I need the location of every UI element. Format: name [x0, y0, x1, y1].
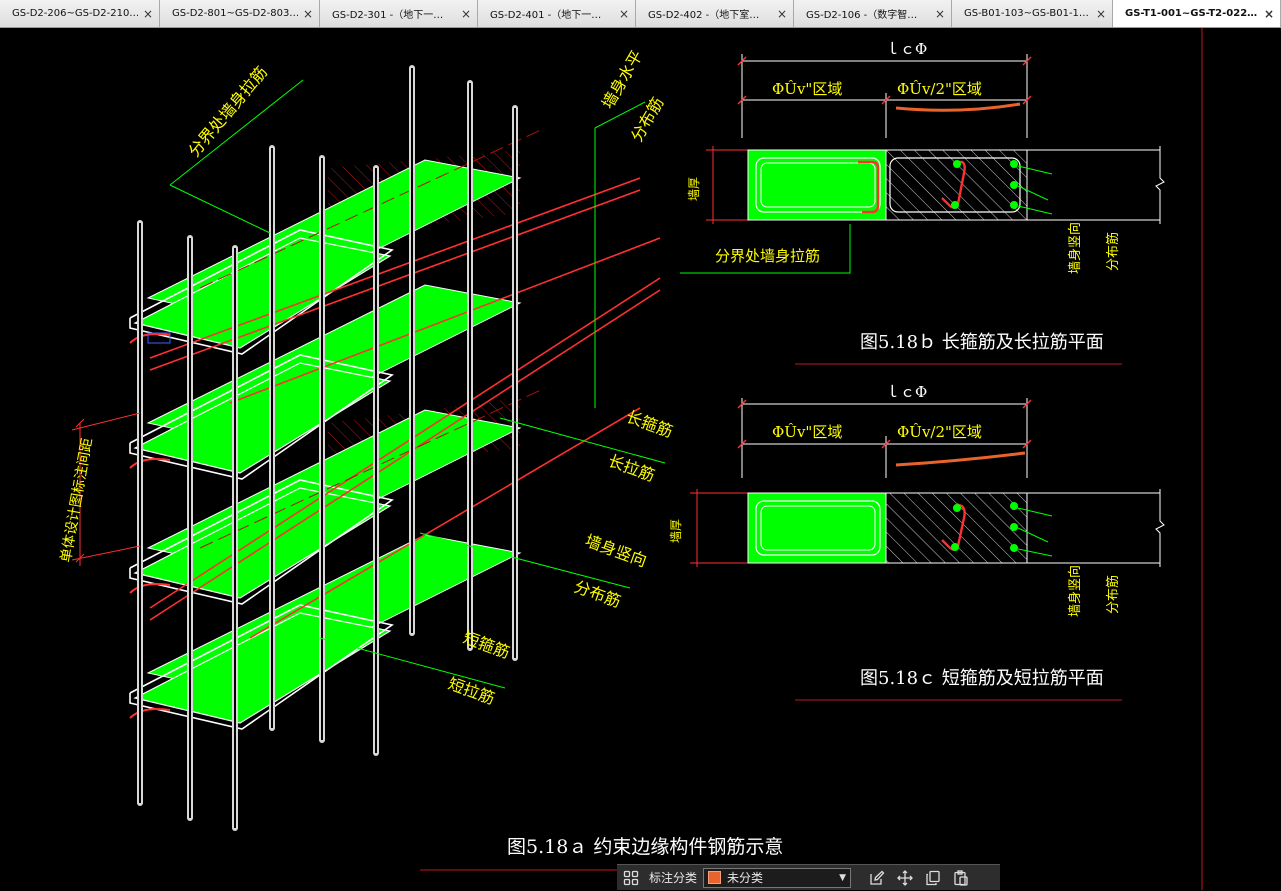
tab-label: GS-D2-801~GS-D2-803… — [172, 8, 298, 19]
stirrup-slab-1 — [129, 284, 522, 480]
plan-distribution-label-b: 分布筋 — [1105, 232, 1121, 271]
region-half-label-b: ΦÛv/2"区域 — [897, 80, 982, 98]
tab-label: GS-B01-103~GS-B01-1… — [964, 8, 1089, 19]
document-tab-2[interactable]: GS-D2-301 -（地下一… × — [320, 0, 478, 27]
document-tab-bar: GS-D2-206~GS-D2-210…×GS-D2-801~GS-D2-803… — [0, 0, 1281, 28]
label-wall-vertical-distribution: 分布筋 — [572, 577, 624, 611]
tab-label: GS-D2-206~GS-D2-210… — [12, 8, 138, 19]
document-tab-4[interactable]: GS-D2-402 -（地下室… × — [636, 0, 794, 27]
label-boundary-tie: 分界处墙身拉筋 — [185, 63, 272, 161]
paste-icon[interactable] — [947, 865, 975, 891]
region-full-label-c: ΦÛv"区域 — [772, 423, 842, 441]
figure-b-caption: 图5.18ｂ 长箍筋及长拉筋平面 — [860, 332, 1104, 353]
wall-thickness-label-c: 墙厚 — [669, 519, 683, 543]
plan-vertical-label-c: 墙身竖向 — [1067, 565, 1083, 617]
plan-distribution-label-c: 分布筋 — [1105, 575, 1121, 614]
label-wall-vertical: 墙身竖向 — [583, 531, 650, 571]
document-tab-7[interactable]: GS-T1-001~GS-T2-022… × — [1113, 0, 1281, 27]
annotation-category-select[interactable]: 未分类 ▼ — [703, 867, 852, 888]
lc-label-b: ｌｃΦ — [885, 40, 927, 58]
cad-drawing-canvas[interactable]: 图5.18ａ 约束边缘构件钢筋示意 分界处墙身拉筋 墙身水平 分布筋 长箍筋 长… — [0, 28, 1281, 890]
annotation-category-value: 未分类 — [727, 871, 764, 885]
edit-icon[interactable] — [863, 865, 891, 891]
document-tab-1[interactable]: GS-D2-801~GS-D2-803… × — [160, 0, 320, 27]
close-icon[interactable]: × — [934, 6, 946, 21]
tab-label: GS-D2-402 -（地下室… — [648, 10, 760, 21]
close-icon[interactable]: × — [1095, 6, 1107, 21]
label-spacing: 单体设计图标注间距 — [58, 437, 96, 564]
document-tab-5[interactable]: GS-D2-106 -（数字智… × — [794, 0, 952, 27]
annotation-category-label: 标注分类 — [649, 871, 698, 885]
plan-boundary-tie-label: 分界处墙身拉筋 — [715, 247, 820, 265]
annotation-status-bar: 标注分类 未分类 ▼ — [617, 864, 1000, 890]
spacing-dimension — [71, 412, 141, 566]
region-full-label-b: ΦÛv"区域 — [772, 80, 842, 98]
grid-icon[interactable] — [617, 865, 645, 891]
tab-label: GS-T1-001~GS-T2-022… — [1125, 8, 1258, 19]
label-long-stirrup: 长箍筋 — [624, 407, 676, 441]
close-icon[interactable]: × — [142, 6, 154, 21]
close-icon[interactable]: × — [460, 6, 472, 21]
wall-thickness-label-b: 墙厚 — [687, 177, 701, 201]
chevron-down-icon: ▼ — [839, 872, 847, 883]
close-icon[interactable]: × — [1263, 6, 1275, 21]
label-long-tie: 长拉筋 — [606, 451, 658, 485]
move-icon[interactable] — [891, 865, 919, 891]
close-icon[interactable]: × — [776, 6, 788, 21]
label-wall-horizontal: 墙身水平 — [598, 47, 646, 112]
document-tab-0[interactable]: GS-D2-206~GS-D2-210… × — [0, 0, 160, 27]
label-short-stirrup: 短箍筋 — [461, 628, 513, 662]
close-icon[interactable]: × — [618, 6, 630, 21]
document-tab-6[interactable]: GS-B01-103~GS-B01-1… × — [952, 0, 1113, 27]
close-icon[interactable]: × — [302, 6, 314, 21]
document-tab-3[interactable]: GS-D2-401 -（地下一… × — [478, 0, 636, 27]
tab-label: GS-D2-401 -（地下一… — [490, 10, 602, 21]
figure-5-18b-plan: ｌｃΦ ΦÛv"区域 ΦÛv/2"区域 墙厚 墙身竖向 分布筋 — [687, 40, 1165, 365]
figure-c-caption: 图5.18ｃ 短箍筋及短拉筋平面 — [860, 668, 1104, 689]
region-half-label-c: ΦÛv/2"区域 — [897, 423, 982, 441]
tab-label: GS-D2-301 -（地下一… — [332, 10, 444, 21]
figure-5-18a-isometric: 图5.18ａ 约束边缘构件钢筋示意 分界处墙身拉筋 墙身水平 分布筋 长箍筋 长… — [58, 47, 851, 871]
lc-label-c: ｌｃΦ — [885, 383, 927, 401]
tab-label: GS-D2-106 -（数字智… — [806, 10, 918, 21]
leader-lines — [169, 79, 851, 689]
copy-icon[interactable] — [919, 865, 947, 891]
figure-5-18c-plan: ｌｃΦ ΦÛv"区域 ΦÛv/2"区域 墙厚 墙身竖向 分布筋 图5.18ｃ 短… — [669, 383, 1165, 701]
label-wall-horizontal-distribution: 分布筋 — [627, 94, 667, 145]
plan-vertical-label-b: 墙身竖向 — [1067, 222, 1083, 274]
category-color-swatch — [708, 871, 722, 884]
figure-a-caption: 图5.18ａ 约束边缘构件钢筋示意 — [507, 836, 783, 858]
